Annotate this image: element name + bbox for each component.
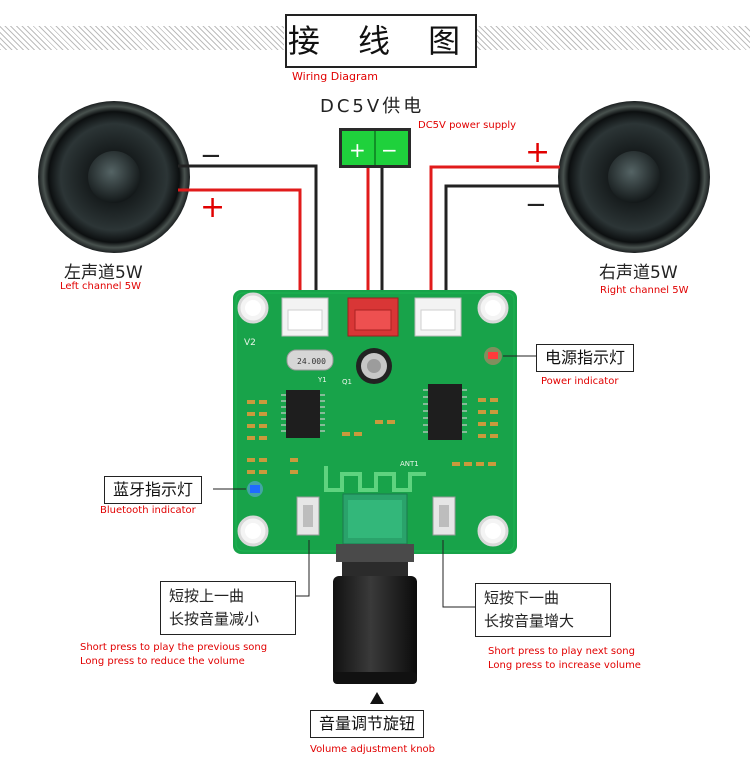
wires xyxy=(178,163,560,300)
prev-button-label-en-1: Short press to play the previous song xyxy=(80,642,268,653)
q1-label: Q1 xyxy=(342,378,352,386)
left-channel-connector xyxy=(281,297,329,337)
volume-potentiometer xyxy=(342,493,408,545)
volume-knob-label-en: Volume adjustment knob xyxy=(310,744,436,755)
next-button-label-line2: 长按音量增大 xyxy=(484,612,575,630)
smd-components xyxy=(247,398,498,474)
left-speaker-plus-mark: + xyxy=(200,190,225,225)
power-led xyxy=(484,347,502,365)
power-indicator-label-en: Power indicator xyxy=(541,376,619,387)
right-speaker-plus-mark: + xyxy=(525,135,550,170)
prev-button-label-line1: 短按上一曲 xyxy=(169,587,245,605)
volume-knob-label: 音量调节旋钮 xyxy=(310,710,425,738)
pcb-board: V2 24.000 Y1 Q1 xyxy=(233,290,517,554)
prev-button[interactable] xyxy=(296,496,320,536)
prev-button-label-en-2: Long press to reduce the volume xyxy=(80,656,245,667)
right-speaker-minus-mark: − xyxy=(525,190,547,220)
header-hatch-right xyxy=(474,26,750,50)
volume-knob[interactable] xyxy=(333,544,417,684)
power-supply-block: + − xyxy=(339,128,411,168)
prev-button-label: 短按上一曲 长按音量减小 xyxy=(160,581,296,635)
board-version: V2 xyxy=(244,338,256,348)
left-speaker-label-cn: 左声道5W xyxy=(64,263,143,283)
bluetooth-indicator-label-en: Bluetooth indicator xyxy=(100,505,196,516)
power-label-en: DC5V power supply xyxy=(418,120,517,131)
prev-button-label-line2: 长按音量减小 xyxy=(169,610,260,628)
page-title: 接 线 图 xyxy=(285,14,477,68)
header-hatch-left xyxy=(0,26,284,50)
y1-label: Y1 xyxy=(317,376,327,384)
next-button[interactable] xyxy=(432,496,456,536)
power-connector xyxy=(347,297,399,337)
bluetooth-chip xyxy=(281,390,325,438)
crystal-oscillator: 24.000 xyxy=(286,349,334,371)
page-subtitle: Wiring Diagram xyxy=(292,70,378,83)
power-minus-mark: − xyxy=(381,138,398,162)
left-speaker-label-en: Left channel 5W xyxy=(60,281,141,292)
bluetooth-led xyxy=(247,481,263,497)
bluetooth-indicator-label: 蓝牙指示灯 xyxy=(104,476,203,504)
next-button-label-line1: 短按下一曲 xyxy=(484,589,560,607)
next-button-label-en-1: Short press to play next song xyxy=(488,646,635,657)
left-speaker-minus-mark: − xyxy=(200,141,222,171)
electrolytic-capacitor xyxy=(356,348,392,384)
knob-arrow-icon xyxy=(370,692,384,704)
crystal-label: 24.000 xyxy=(297,357,326,366)
left-speaker xyxy=(38,101,190,253)
amplifier-chip xyxy=(423,384,467,440)
power-label-cn: DC5V供电 xyxy=(320,96,425,117)
pcb-antenna xyxy=(324,466,426,492)
next-button-label: 短按下一曲 长按音量增大 xyxy=(475,583,611,637)
right-channel-connector xyxy=(414,297,462,337)
right-speaker xyxy=(558,101,710,253)
power-indicator-label: 电源指示灯 xyxy=(536,344,635,372)
right-speaker-label-cn: 右声道5W xyxy=(599,263,678,283)
ant1-label: ANT1 xyxy=(400,460,419,468)
next-button-label-en-2: Long press to increase volume xyxy=(488,660,641,671)
right-speaker-label-en: Right channel 5W xyxy=(600,285,689,296)
mounting-holes xyxy=(237,292,509,547)
power-plus-mark: + xyxy=(349,138,366,162)
